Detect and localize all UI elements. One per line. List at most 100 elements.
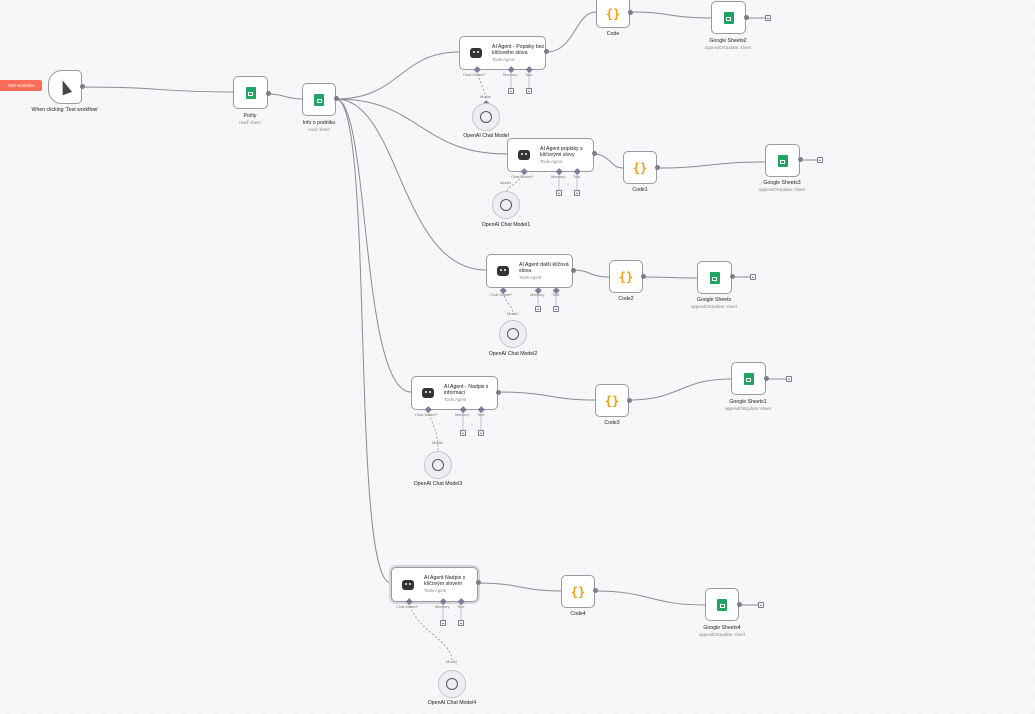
node-subtitle: Tools Agent [540, 158, 563, 164]
output-handle[interactable] [476, 580, 481, 585]
openai-model-node-3[interactable] [424, 451, 452, 479]
add-tool-button[interactable]: + [553, 306, 559, 313]
sheets-node-gs2[interactable] [711, 1, 746, 34]
code-icon: {} [604, 393, 620, 408]
output-handle[interactable] [334, 96, 339, 101]
port-label: Chat Model* [490, 292, 513, 297]
sheets-node-gs3[interactable] [765, 144, 800, 177]
node-label: Code4 [570, 611, 586, 617]
add-tool-button[interactable]: + [574, 190, 580, 197]
test-workflow-button[interactable]: Test workflow [0, 80, 42, 91]
node-sublabel: appendOrUpdate: sheet [691, 304, 737, 309]
add-node-button[interactable]: + [817, 157, 823, 164]
port-label: Model [500, 180, 511, 185]
port-label: Model [507, 311, 518, 316]
port-label: Tool [573, 174, 581, 179]
port-label: Tool [457, 604, 465, 609]
node-label: OpenAI Chat Model1 [481, 222, 531, 228]
sheets-node-gs[interactable] [697, 261, 732, 294]
node-subtitle: Tools Agent [492, 56, 515, 62]
port-label: Chat Model* [463, 72, 486, 77]
sheets-node-info[interactable] [302, 83, 336, 116]
node-title: AI Agent Nadpis s klíčovým slovem [424, 575, 466, 587]
add-node-button[interactable]: + [758, 602, 764, 609]
port-label: Memory [503, 72, 518, 77]
add-node-button[interactable]: + [750, 274, 756, 281]
port-label: Memory [455, 412, 470, 417]
output-handle[interactable] [496, 390, 501, 395]
port-label: Tool [477, 412, 485, 417]
port-label: Memory [435, 604, 450, 609]
port-label: Model [446, 659, 457, 664]
add-tool-button[interactable]: + [478, 430, 484, 437]
openai-icon [446, 678, 458, 690]
google-sheets-icon [709, 271, 720, 284]
output-handle[interactable] [730, 274, 735, 279]
node-title: AI Agent - Popisky bez klíčového slova [492, 43, 545, 56]
port-label: Model [480, 94, 491, 99]
openai-model-node-1[interactable] [492, 191, 520, 219]
node-label: OpenAI Chat Model4 [427, 700, 477, 706]
code-icon: {} [570, 584, 586, 599]
openai-icon [432, 459, 444, 471]
output-handle[interactable] [544, 49, 549, 54]
openai-model-node-4[interactable] [438, 670, 466, 698]
code-node[interactable]: {} [596, 0, 630, 28]
output-handle[interactable] [571, 268, 576, 273]
add-memory-button[interactable]: + [556, 190, 562, 197]
output-handle[interactable] [798, 157, 803, 162]
trigger-label: When clicking ‘Test workflow’ [31, 107, 99, 113]
code-node-2[interactable]: {} [609, 260, 643, 293]
output-handle[interactable] [737, 602, 742, 607]
output-handle[interactable] [744, 15, 749, 20]
add-tool-button[interactable]: + [458, 620, 464, 627]
node-label: Google Sheets1 [729, 399, 767, 405]
code-node-3[interactable]: {} [595, 384, 629, 417]
google-sheets-icon [717, 598, 727, 611]
openai-model-node-0[interactable] [472, 103, 500, 131]
sheets-node-pocty[interactable] [233, 76, 268, 109]
node-title: AI Agent další klíčová slova [519, 261, 569, 274]
code-node-1[interactable]: {} [623, 151, 657, 184]
output-handle[interactable] [593, 588, 598, 593]
add-memory-button[interactable]: + [460, 430, 466, 437]
port-label: Tool [552, 292, 560, 297]
add-node-button[interactable]: + [765, 15, 771, 22]
add-tool-button[interactable]: + [526, 88, 532, 95]
add-memory-button[interactable]: + [440, 620, 446, 627]
node-label: Počty [243, 113, 257, 119]
node-label: Code3 [604, 420, 620, 426]
output-handle[interactable] [627, 398, 632, 403]
output-handle[interactable] [655, 165, 660, 170]
node-title: AI Agent - Nadpis s informací [444, 383, 489, 396]
node-sublabel: appendOrUpdate: sheet [725, 406, 771, 411]
sheets-node-gs4[interactable] [705, 588, 739, 621]
output-handle[interactable] [80, 84, 85, 89]
code-node-4[interactable]: {} [561, 575, 595, 608]
add-memory-button[interactable]: + [535, 306, 541, 313]
add-node-button[interactable]: + [786, 376, 792, 383]
add-memory-button[interactable]: + [508, 88, 514, 95]
google-sheets-icon [743, 372, 754, 385]
output-handle[interactable] [592, 151, 597, 156]
output-handle[interactable] [628, 10, 633, 15]
openai-model-node-2[interactable] [499, 320, 527, 348]
node-label: Google Sheets3 [763, 180, 801, 186]
output-handle[interactable] [641, 274, 646, 279]
output-handle[interactable] [764, 376, 769, 381]
node-sublabel: read: sheet [308, 127, 330, 132]
node-sublabel: read: sheet [239, 120, 261, 125]
manual-trigger-node[interactable] [48, 70, 82, 104]
node-subtitle: Tools Agent [444, 396, 467, 402]
sheets-node-gs1[interactable] [731, 362, 766, 395]
google-sheets-icon [314, 93, 324, 106]
robot-icon [497, 266, 509, 276]
output-handle[interactable] [266, 91, 271, 96]
